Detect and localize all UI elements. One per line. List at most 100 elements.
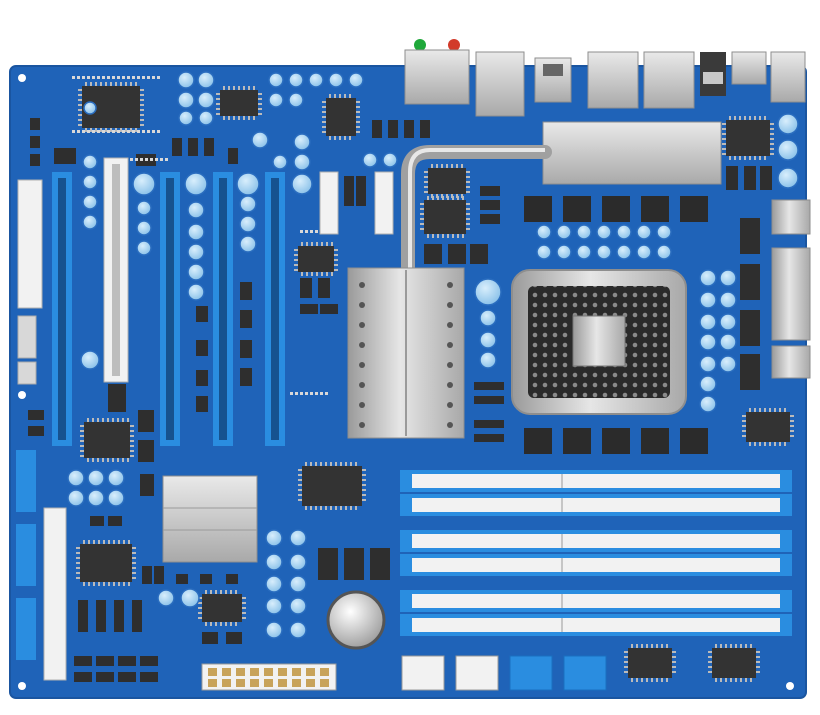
- power-regulator-tab: [703, 72, 723, 84]
- capacitor: [596, 224, 612, 240]
- pin-row: [127, 76, 130, 79]
- capacitor: [187, 263, 205, 281]
- ram-slot: [400, 554, 792, 576]
- choke: [602, 428, 630, 454]
- smd-component: [138, 440, 154, 462]
- capacitor: [289, 553, 307, 571]
- pcie-small-slot: [374, 171, 394, 235]
- capacitor: [289, 575, 307, 593]
- pin-row: [300, 392, 303, 395]
- capacitor: [187, 283, 205, 301]
- capacitor: [636, 244, 652, 260]
- mounting-hole: [18, 391, 26, 399]
- pin-row: [310, 392, 313, 395]
- smd-component: [132, 600, 142, 632]
- smd-component: [96, 656, 114, 666]
- side-connectors: [771, 199, 811, 379]
- capacitor: [699, 333, 717, 351]
- capacitor: [67, 469, 85, 487]
- ic-chip: [76, 540, 136, 586]
- ic-chip: [420, 196, 470, 238]
- capacitors: [67, 71, 799, 639]
- cmos-battery: [326, 590, 386, 650]
- smd-component: [78, 600, 88, 632]
- capacitor: [382, 152, 398, 168]
- pin-row: [107, 76, 110, 79]
- port-connector: [731, 51, 767, 85]
- capacitor: [328, 72, 344, 88]
- status-led-red: [448, 39, 460, 51]
- capacitor: [132, 172, 156, 196]
- ic-chip: [198, 590, 246, 626]
- pin-row: [82, 76, 85, 79]
- pin-row: [82, 130, 85, 133]
- capacitor: [265, 621, 283, 639]
- capacitor: [178, 110, 194, 126]
- smd-component: [140, 474, 154, 496]
- pin-row: [117, 130, 120, 133]
- ram-slot: [400, 494, 792, 516]
- left-connectors: [16, 179, 67, 681]
- pin-row: [320, 392, 323, 395]
- capacitor: [777, 139, 799, 161]
- mounting-hole: [18, 74, 26, 82]
- smd-component: [30, 136, 40, 148]
- smd-component: [240, 310, 252, 328]
- capacitor: [777, 167, 799, 189]
- pin-row: [132, 76, 135, 79]
- smd-component: [474, 420, 504, 428]
- capacitor: [268, 72, 284, 88]
- capacitor: [479, 309, 497, 327]
- sata-header: [16, 524, 36, 586]
- capacitor: [177, 71, 195, 89]
- smd-component: [96, 672, 114, 682]
- smd-component: [202, 632, 218, 644]
- smd-component: [196, 396, 208, 412]
- smd-component: [108, 384, 126, 412]
- ic-chip: [742, 408, 794, 446]
- choke: [524, 428, 552, 454]
- capacitor: [80, 350, 100, 370]
- pin-row: [147, 130, 150, 133]
- usb-port-slot: [543, 64, 563, 76]
- pin-row: [325, 392, 328, 395]
- smd-component: [74, 656, 92, 666]
- choke: [563, 196, 591, 222]
- pin-row: [145, 158, 148, 161]
- ic-chip: [424, 164, 470, 198]
- pcie-small-slot: [319, 171, 339, 235]
- capacitor: [719, 313, 737, 331]
- heat-pipe-highlight: [408, 148, 545, 280]
- pin-row: [315, 230, 318, 233]
- status-led-green: [414, 39, 426, 51]
- pin-row: [290, 392, 293, 395]
- capacitor: [157, 589, 175, 607]
- smd-component: [196, 306, 208, 322]
- smd-component: [54, 148, 76, 164]
- mounting-hole: [786, 682, 794, 690]
- choke: [680, 196, 708, 222]
- smd-component: [474, 396, 504, 404]
- capacitor: [180, 588, 200, 608]
- capacitor: [265, 575, 283, 593]
- vrm-chokes: [524, 196, 708, 454]
- smd-component: [154, 566, 164, 584]
- capacitor: [699, 313, 717, 331]
- capacitor: [616, 244, 632, 260]
- pin-row: [87, 130, 90, 133]
- ic-chip: [624, 644, 676, 682]
- capacitor: [197, 91, 215, 109]
- pin-row: [155, 158, 158, 161]
- capacitor: [719, 333, 737, 351]
- capacitor: [289, 529, 307, 547]
- capacitor: [293, 153, 311, 171]
- audio-port-block: [404, 49, 470, 105]
- choke: [563, 428, 591, 454]
- pin-row: [140, 158, 143, 161]
- smd-component: [300, 304, 318, 314]
- fan-header: [401, 655, 445, 691]
- pin-row: [305, 392, 308, 395]
- capacitor: [239, 195, 257, 213]
- capacitor: [289, 621, 307, 639]
- capacitor: [719, 291, 737, 309]
